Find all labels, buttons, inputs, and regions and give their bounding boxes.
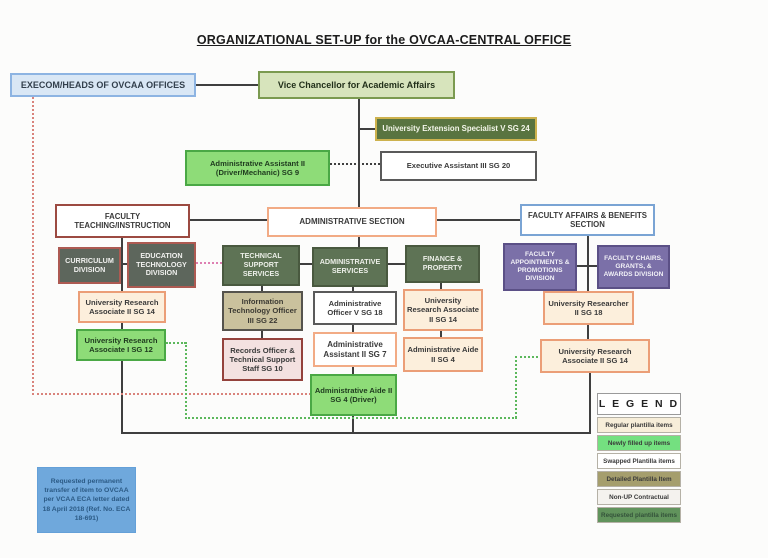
node-university-research-associate2-mid: University Research Associate II SG 14 (403, 289, 483, 331)
dotted-connector-black (330, 163, 380, 165)
node-faculty-affairs-section: FACULTY AFFAIRS & BENEFITS SECTION (520, 204, 655, 236)
node-technical-support-services: TECHNICAL SUPPORT SERVICES (222, 245, 300, 286)
node-faculty-appointments-division: FACULTY APPOINTMENTS & PROMOTIONS DIVISI… (503, 243, 577, 291)
node-university-research-associate1: University Research Associate I SG 12 (76, 329, 166, 361)
connector-line (437, 219, 520, 221)
node-administrative-section: ADMINISTRATIVE SECTION (267, 207, 437, 237)
node-finance-property: FINANCE & PROPERTY (405, 245, 480, 283)
dotted-connector-green (185, 417, 517, 419)
connector-line (440, 283, 442, 290)
node-faculty-teaching-section: FACULTY TEACHING/INSTRUCTION (55, 204, 190, 238)
footnote-requested-transfer: Requested permanent transfer of item to … (37, 467, 136, 533)
node-administrative-officer-v: Administrative Officer V SG 18 (313, 291, 397, 325)
connector-line (352, 416, 354, 434)
connector-line (587, 265, 597, 267)
node-records-officer: Records Officer & Technical Support Staf… (222, 338, 303, 381)
dotted-connector-green (166, 342, 186, 344)
connector-line (577, 265, 587, 267)
connector-line (352, 367, 354, 375)
dotted-connector-green (515, 356, 517, 418)
node-university-research-associate2-right: University Research Associate II SG 14 (540, 339, 650, 373)
legend-title: L E G E N D (597, 393, 681, 415)
node-administrative-assistant-2: Administrative Assistant II SG 7 (313, 332, 397, 367)
node-execom: EXECOM/HEADS OF OVCAA OFFICES (10, 73, 196, 97)
legend-item-detailed: Detailed Plantilla Item (597, 471, 681, 487)
connector-line (440, 331, 442, 337)
connector-line (300, 263, 312, 265)
node-information-technology-officer: Information Technology Officer III SG 22 (222, 291, 303, 331)
legend-item-regular: Regular plantilla items (597, 417, 681, 433)
connector-line (261, 285, 263, 291)
connector-line (587, 235, 589, 291)
connector-line (587, 325, 589, 339)
node-admin-assistant-driver-mechanic: Administrative Assistant II (Driver/Mech… (185, 150, 330, 186)
dotted-connector-green (185, 342, 187, 419)
connector-line (121, 432, 591, 434)
node-vice-chancellor: Vice Chancellor for Academic Affairs (258, 71, 455, 99)
connector-line (118, 263, 130, 265)
node-administrative-services: ADMINISTRATIVE SERVICES (312, 247, 388, 287)
connector-line (358, 237, 360, 247)
connector-line (196, 84, 258, 86)
node-university-extension-specialist: University Extension Specialist V SG 24 (375, 117, 537, 141)
node-education-technology-division: EDUCATION TECHNOLOGY DIVISION (127, 242, 196, 288)
connector-line (352, 287, 354, 292)
connector-line (121, 323, 123, 330)
node-university-research-associate2-left: University Research Associate II SG 14 (78, 291, 166, 323)
connector-line (388, 263, 405, 265)
node-administrative-aide: Administrative Aide II SG 4 (403, 337, 483, 372)
legend-item-newly-filled: Newly filled up items (597, 435, 681, 451)
legend: L E G E N D Regular plantilla items Newl… (597, 393, 681, 523)
connector-line (121, 361, 123, 434)
legend-item-requested: Requested plantilla items (597, 507, 681, 523)
connector-line (589, 373, 591, 434)
node-executive-assistant: Executive Assistant III SG 20 (380, 151, 537, 181)
dotted-connector-red (32, 97, 34, 395)
dotted-connector-green (515, 356, 542, 358)
connector-line (358, 99, 360, 208)
node-curriculum-division: CURRICULUM DIVISION (58, 247, 121, 284)
page-title: ORGANIZATIONAL SET-UP for the OVCAA-CENT… (196, 33, 572, 47)
legend-item-swapped: Swapped Plantilla items (597, 453, 681, 469)
node-faculty-chairs-grants-division: FACULTY CHAIRS, GRANTS, & AWARDS DIVISIO… (597, 245, 670, 289)
dotted-connector-red (32, 393, 311, 395)
node-administrative-aide-driver: Administrative Aide II SG 4 (Driver) (310, 374, 397, 416)
connector-line (190, 219, 267, 221)
legend-item-non-up: Non-UP Contractual (597, 489, 681, 505)
connector-line (261, 331, 263, 338)
connector-line (352, 325, 354, 333)
dotted-connector-pink (196, 262, 222, 264)
node-university-researcher-2: University Researcher II SG 18 (543, 291, 634, 325)
connector-line (359, 128, 375, 130)
